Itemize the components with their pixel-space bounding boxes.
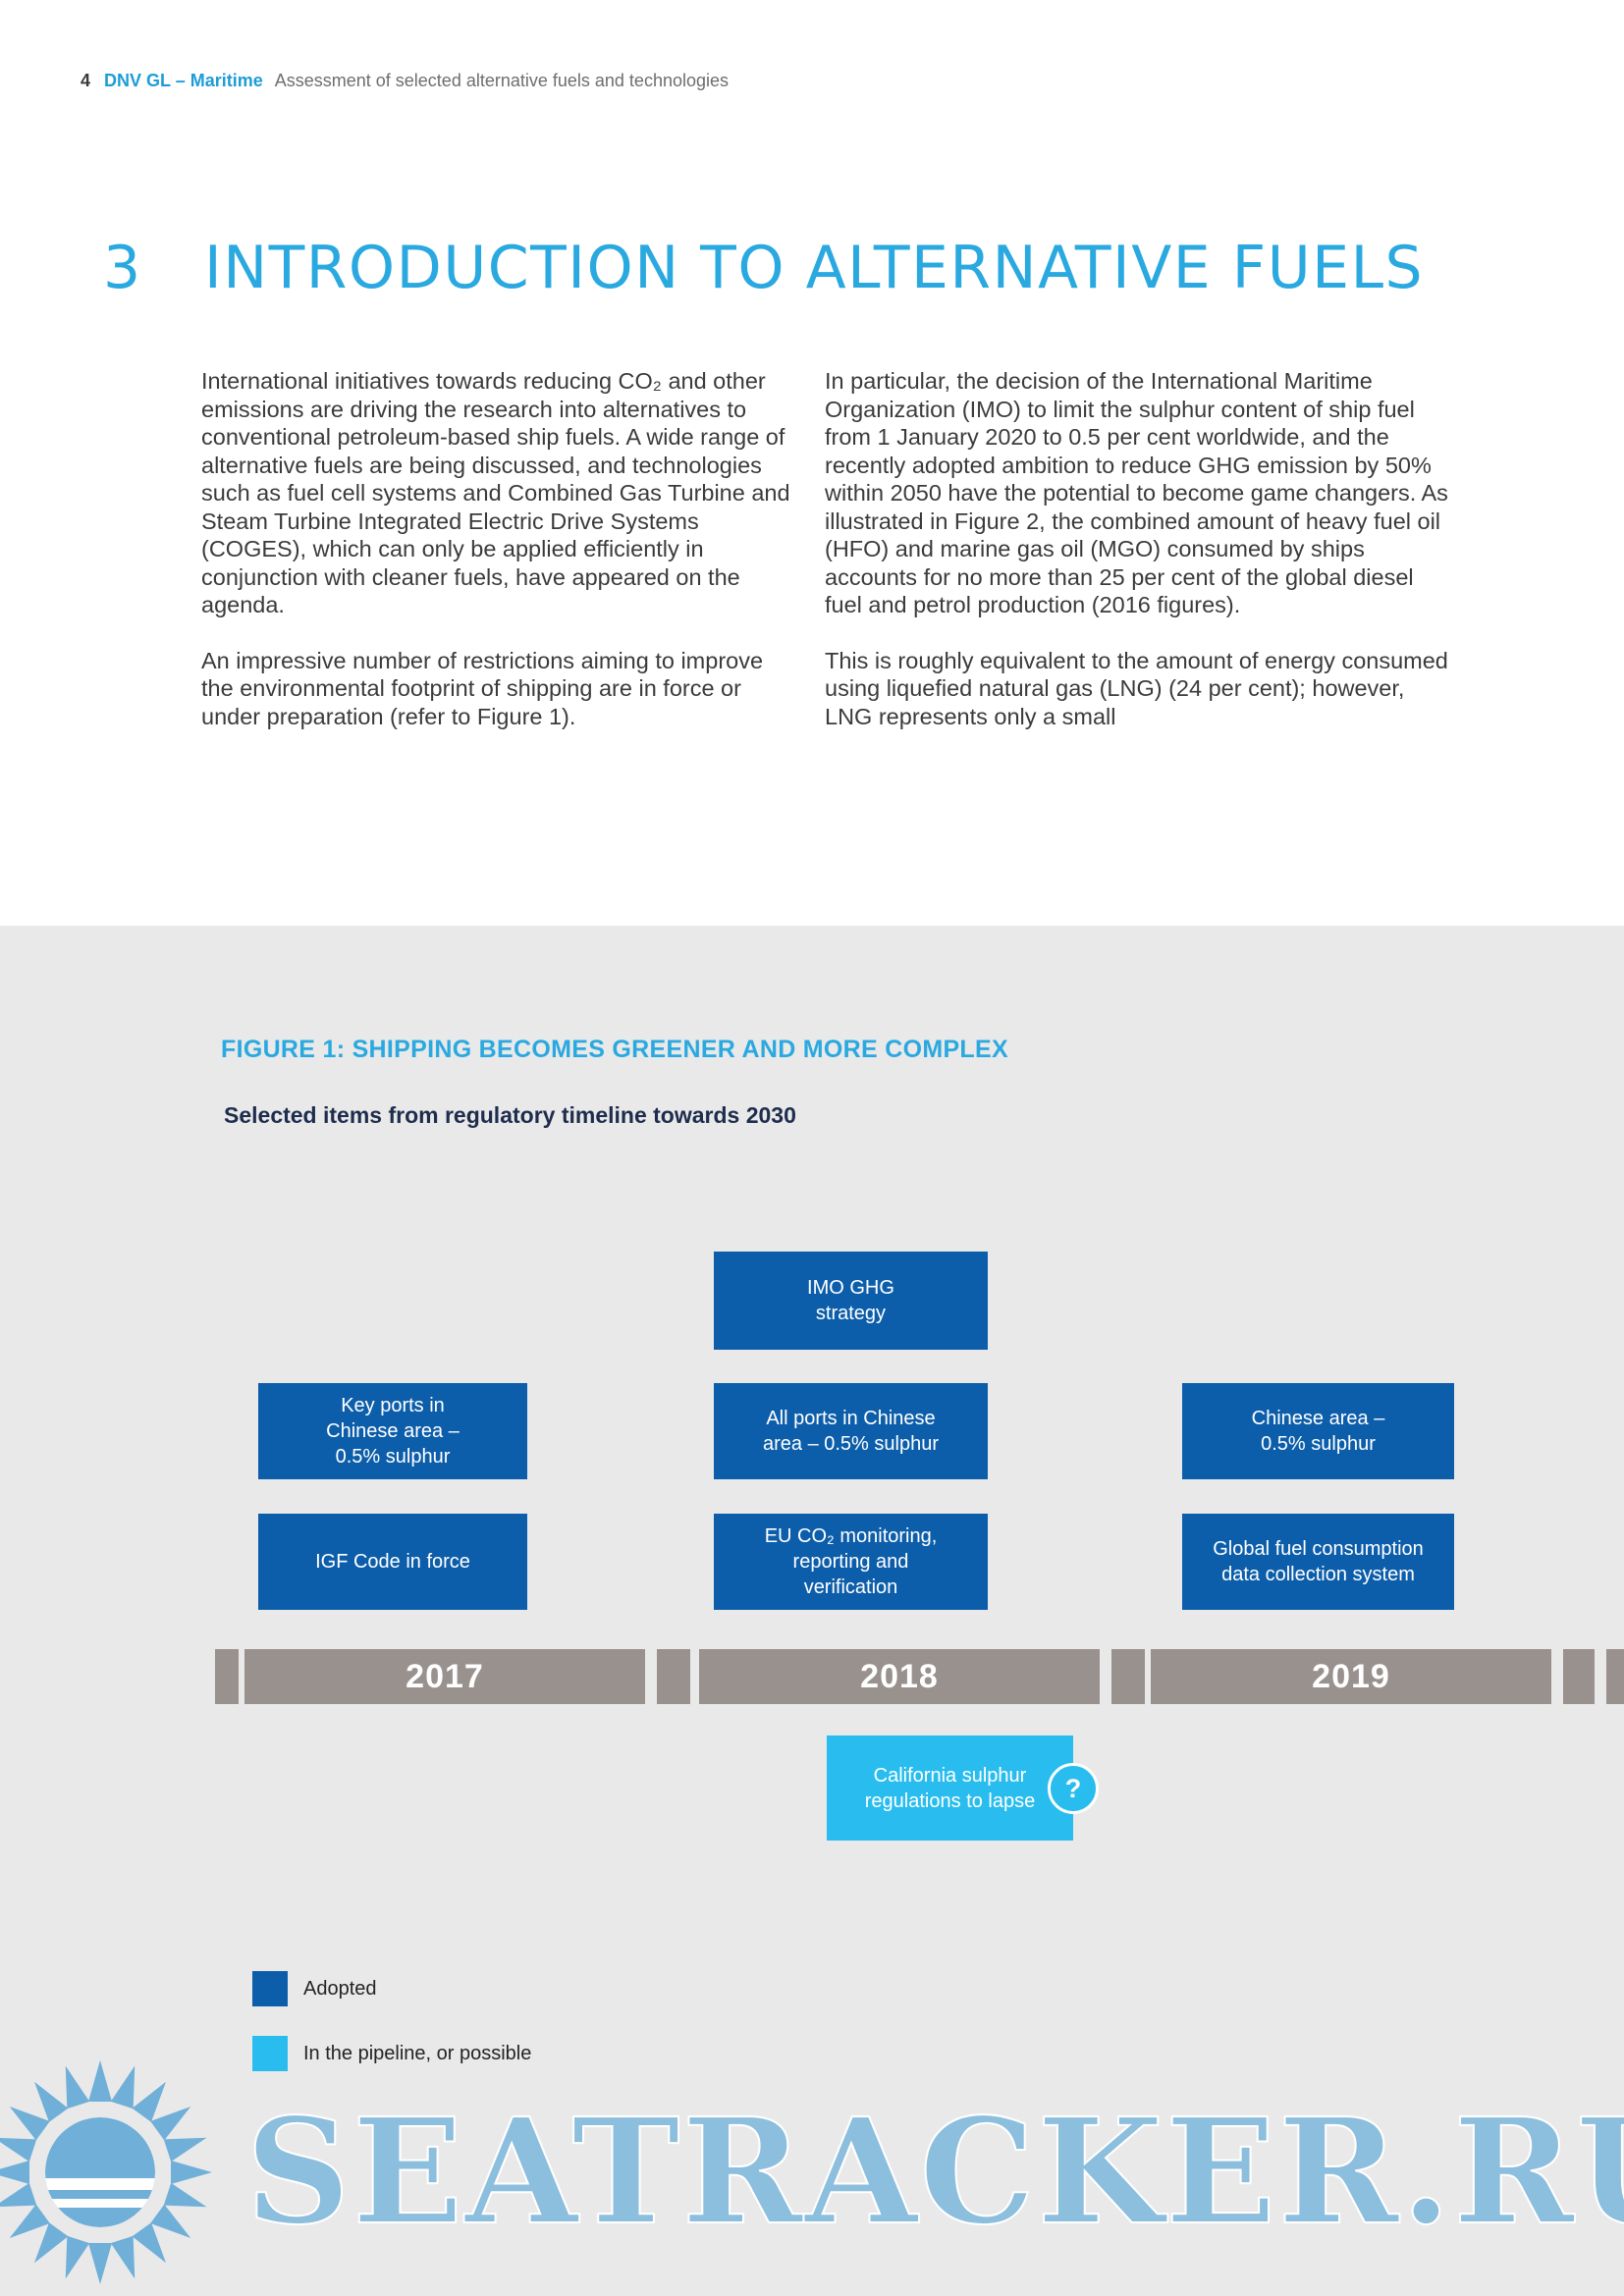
box-label: Key ports in Chinese area – 0.5% sulphur — [326, 1395, 460, 1468]
legend-item-pipeline: In the pipeline, or possible — [252, 2036, 531, 2071]
box-label: All ports in Chinese area – 0.5% sulphur — [762, 1408, 939, 1455]
page-header: 4 DNV GL – Maritime Assessment of select… — [81, 71, 729, 91]
paragraph: An impressive number of restrictions aim… — [201, 647, 764, 729]
box-label: California sulphur regulations to lapse — [864, 1764, 1036, 1812]
figure-1-section: FIGURE 1: SHIPPING BECOMES GREENER AND M… — [0, 926, 1624, 2296]
paragraph: In particular, the decision of the Inter… — [825, 368, 1448, 617]
chapter-number: 3 — [103, 234, 142, 302]
figure-title: FIGURE 1: SHIPPING BECOMES GREENER AND M… — [221, 1036, 1008, 1063]
brand-label: DNV GL – Maritime — [104, 71, 263, 90]
box-label: EU CO₂ monitoring, reporting and verific… — [764, 1525, 938, 1598]
body-column-right: In particular, the decision of the Inter… — [825, 367, 1448, 730]
pipeline-swatch — [252, 2036, 288, 2071]
timeline-box-key-ports-china: Key ports in Chinese area – 0.5% sulphur — [258, 1383, 527, 1479]
paragraph: International initiatives towards reduci… — [201, 368, 790, 617]
box-label: Global fuel consumption data collection … — [1213, 1538, 1424, 1585]
question-mark-glyph: ? — [1064, 1773, 1082, 1803]
chapter-title: INTRODUCTION TO ALTERNATIVE FUELS — [204, 234, 1425, 302]
legend-label: In the pipeline, or possible — [303, 2042, 532, 2064]
watermark-text: SEATRACKER.RU — [244, 2086, 1624, 2257]
legend-item-adopted: Adopted — [252, 1971, 377, 2006]
timeline-bar-connector — [1111, 1649, 1145, 1704]
timeline-box-igf-code: IGF Code in force — [258, 1514, 527, 1610]
header-doc-title: Assessment of selected alternative fuels… — [274, 71, 730, 90]
timeline-box-chinese-area: Chinese area – 0.5% sulphur — [1182, 1383, 1454, 1479]
box-label: IMO GHG strategy — [807, 1277, 894, 1324]
timeline-year-2017: 2017 — [244, 1649, 645, 1704]
timeline-box-global-fuel-data: Global fuel consumption data collection … — [1182, 1514, 1454, 1610]
legend-label: Adopted — [303, 1977, 377, 2000]
timeline-bar-connector — [657, 1649, 690, 1704]
timeline-bar-edge-stub — [1606, 1649, 1624, 1704]
timeline-box-all-ports-china: All ports in Chinese area – 0.5% sulphur — [714, 1383, 988, 1479]
year-label: 2018 — [860, 1657, 939, 1695]
sun-icon — [0, 2060, 212, 2284]
figure-subtitle: Selected items from regulatory timeline … — [224, 1102, 796, 1128]
timeline-bar-connector — [1563, 1649, 1595, 1704]
question-mark-icon: ? — [1048, 1763, 1099, 1814]
box-label: IGF Code in force — [315, 1551, 470, 1573]
timeline-box-california-sulphur: California sulphur regulations to lapse — [827, 1735, 1073, 1841]
timeline-year-2019: 2019 — [1151, 1649, 1551, 1704]
adopted-swatch — [252, 1971, 288, 2006]
year-label: 2017 — [406, 1657, 484, 1695]
year-label: 2019 — [1312, 1657, 1390, 1695]
timeline-year-2018: 2018 — [699, 1649, 1100, 1704]
body-column-left: International initiatives towards reduci… — [201, 367, 790, 730]
page-number: 4 — [81, 71, 91, 90]
timeline-box-imo-ghg-strategy: IMO GHG strategy — [714, 1252, 988, 1350]
timeline-box-eu-co2-mrv: EU CO₂ monitoring, reporting and verific… — [714, 1514, 988, 1610]
paragraph: This is roughly equivalent to the amount… — [825, 647, 1448, 729]
timeline-bar-stub — [215, 1649, 239, 1704]
box-label: Chinese area – 0.5% sulphur — [1251, 1408, 1385, 1455]
